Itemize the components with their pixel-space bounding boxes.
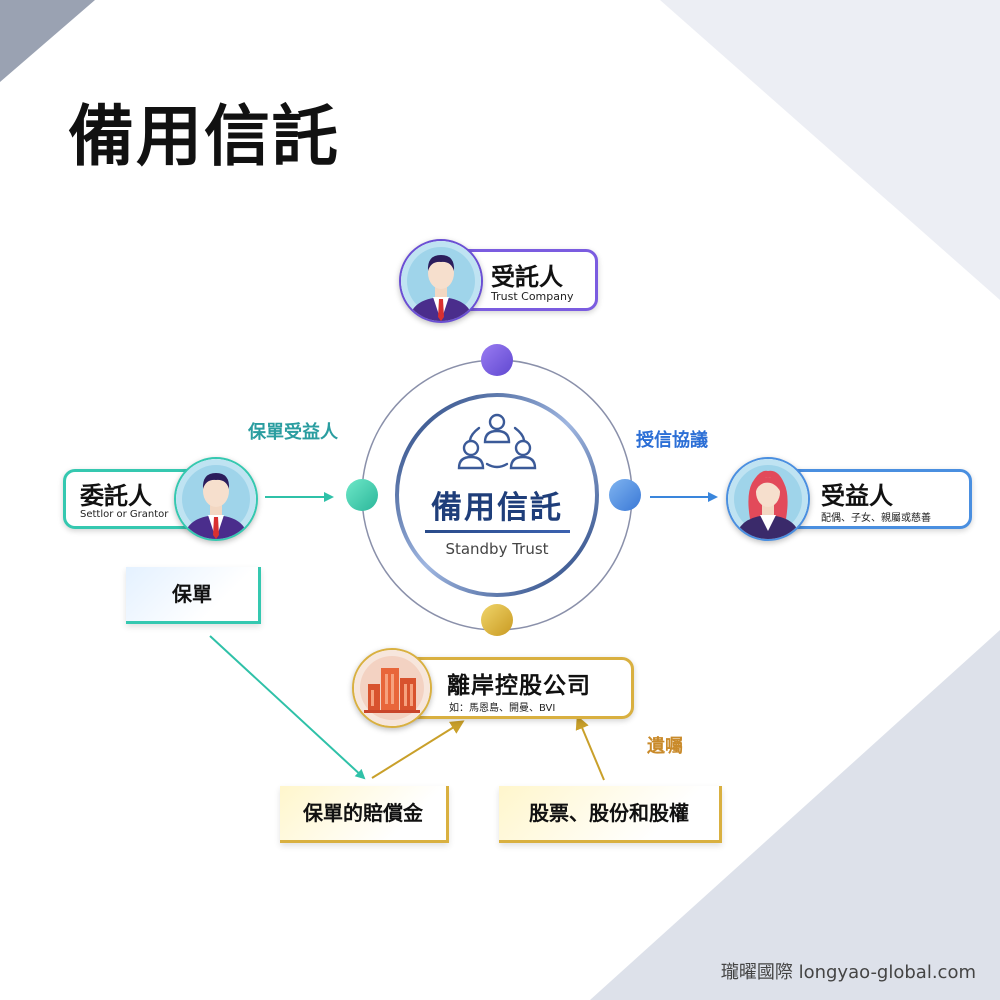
label-credit-agreement: 授信協議 xyxy=(636,430,708,451)
center-title: 備用信託 xyxy=(431,490,563,526)
arrow-payout-to-holding xyxy=(371,720,465,779)
node-dot-top xyxy=(481,344,513,376)
woman-avatar-icon xyxy=(728,459,808,539)
footer-credit: 瓏曜國際 longyao-global.com xyxy=(720,962,976,983)
center-circle xyxy=(395,393,599,597)
man-avatar-icon xyxy=(401,241,481,321)
beneficiary-subtitle: 配偶、子女、親屬或慈善 xyxy=(821,513,931,524)
policy-box: 保單 xyxy=(126,567,261,624)
settlor-subtitle: Settlor or Grantor xyxy=(80,509,169,520)
node-dot-right xyxy=(609,479,641,511)
man-avatar-icon xyxy=(176,459,256,539)
buildings-icon xyxy=(354,650,430,726)
settlor-title: 委託人 xyxy=(80,482,152,510)
holding-subtitle: 如：馬恩島、開曼、BVI xyxy=(449,703,556,714)
arrow-shares-to-holding xyxy=(575,715,605,781)
trustee-title: 受託人 xyxy=(491,263,563,291)
node-dot-left xyxy=(346,479,378,511)
center-divider xyxy=(425,530,570,533)
group-people-icon xyxy=(457,413,537,470)
holding-avatar xyxy=(352,648,432,728)
beneficiary-title: 受益人 xyxy=(821,482,893,510)
node-dot-bottom xyxy=(481,604,513,636)
payout-box: 保單的賠償金 xyxy=(280,786,449,843)
center-subtitle: Standby Trust xyxy=(445,540,549,558)
holding-card: 離岸控股公司 如：馬恩島、開曼、BVI xyxy=(392,657,634,719)
label-policy-beneficiary: 保單受益人 xyxy=(248,422,338,443)
beneficiary-avatar xyxy=(726,457,810,541)
holding-title: 離岸控股公司 xyxy=(447,673,591,699)
shares-box: 股票、股份和股權 xyxy=(499,786,722,843)
label-will: 遺囑 xyxy=(647,736,683,757)
arrow-policy-to-payout xyxy=(209,635,366,780)
trustee-avatar xyxy=(399,239,483,323)
trustee-subtitle: Trust Company xyxy=(491,290,574,303)
page-title: 備用信託 xyxy=(68,98,340,175)
settlor-avatar xyxy=(174,457,258,541)
